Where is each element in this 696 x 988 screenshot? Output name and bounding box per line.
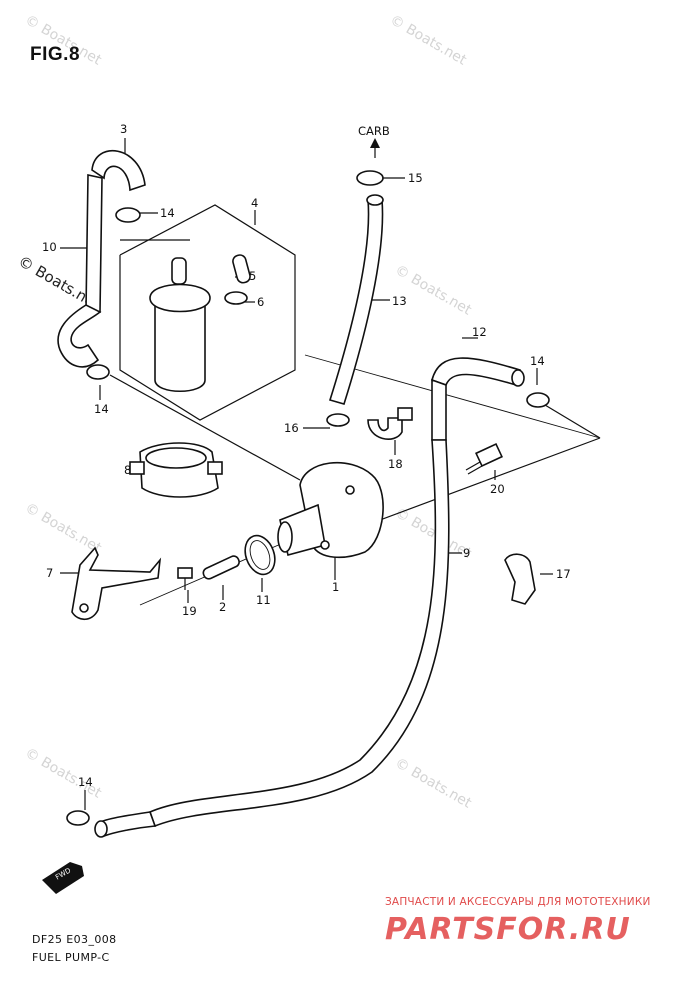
fuel-pump [277,461,384,559]
clamp-part-8 [129,442,223,498]
callout-2: 2 [219,600,227,614]
bolt-part-20 [465,442,503,475]
callout-20: 20 [490,482,505,496]
hose-part-9 [94,357,525,838]
callout-15: 15 [408,171,423,185]
callout-arrow-label: CARB [358,124,390,138]
callout-17: 17 [556,567,571,581]
fuel-filter [149,257,211,392]
callout-16: 16 [284,421,299,435]
clip-part-17 [504,553,536,605]
callout-9: 9 [463,546,471,560]
clamp-part-18 [367,407,413,440]
pin-part-2 [202,555,240,580]
bracket-part-7 [71,546,193,621]
callout-14: 14 [530,354,545,368]
callout-14: 14 [94,402,109,416]
callout-3: 3 [120,122,128,136]
filter-assembly-box [119,204,296,421]
figure-title: FIG.8 [30,44,81,65]
callout-13: 13 [392,294,407,308]
footer-name: FUEL PUMP-C [32,951,110,964]
callout-8: 8 [124,463,132,477]
callout-7: 7 [46,566,54,580]
oring-part-11 [244,534,276,576]
callout-19: 19 [182,604,197,618]
callout-14: 14 [78,775,93,789]
fwd-arrow-icon [42,862,84,894]
callout-6: 6 [257,295,265,309]
callout-5: 5 [249,269,257,283]
callout-11: 11 [256,593,271,607]
callout-10: 10 [42,240,57,254]
callout-12: 12 [472,325,487,339]
callout-1: 1 [332,580,340,594]
hose-part-5 [224,254,251,305]
hose-part-13 [326,138,384,427]
footer-code: DF25 E03_008 [32,933,117,946]
hose-part-10 [57,149,146,368]
callout-4: 4 [251,196,259,210]
callout-18: 18 [388,457,403,471]
clamp-part-14 [66,207,550,826]
callout-14: 14 [160,206,175,220]
promo-brand: PARTSFOR.RU [385,912,631,947]
promo-tagline: ЗАПЧАСТИ И АКСЕССУАРЫ ДЛЯ МОТОТЕХНИКИ [385,896,651,908]
